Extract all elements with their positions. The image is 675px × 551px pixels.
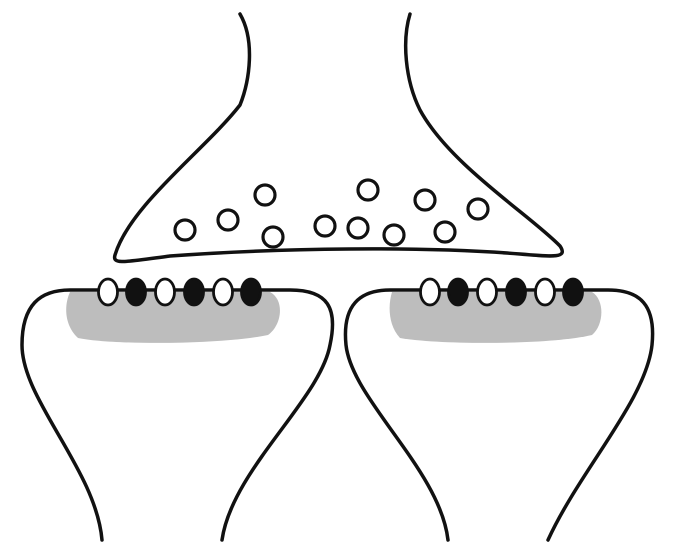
receptor-open <box>421 279 440 305</box>
receptor-filled <box>127 279 146 305</box>
receptor-filled <box>564 279 583 305</box>
vesicle <box>315 216 335 236</box>
receptor-filled <box>185 279 204 305</box>
vesicle <box>468 199 488 219</box>
vesicle <box>348 218 368 238</box>
receptor-open <box>214 279 233 305</box>
receptor-filled <box>507 279 526 305</box>
vesicle <box>218 210 238 230</box>
receptor-open <box>536 279 555 305</box>
receptor-filled <box>242 279 261 305</box>
vesicle <box>358 180 378 200</box>
vesicle <box>175 220 195 240</box>
vesicle <box>384 225 404 245</box>
vesicle <box>255 185 275 205</box>
receptor-open <box>478 279 497 305</box>
receptor-filled <box>449 279 468 305</box>
vesicle <box>263 227 283 247</box>
vesicle <box>415 190 435 210</box>
receptor-open <box>156 279 175 305</box>
synaptic-vesicles <box>175 180 488 247</box>
receptor-open <box>99 279 118 305</box>
vesicle <box>435 222 455 242</box>
